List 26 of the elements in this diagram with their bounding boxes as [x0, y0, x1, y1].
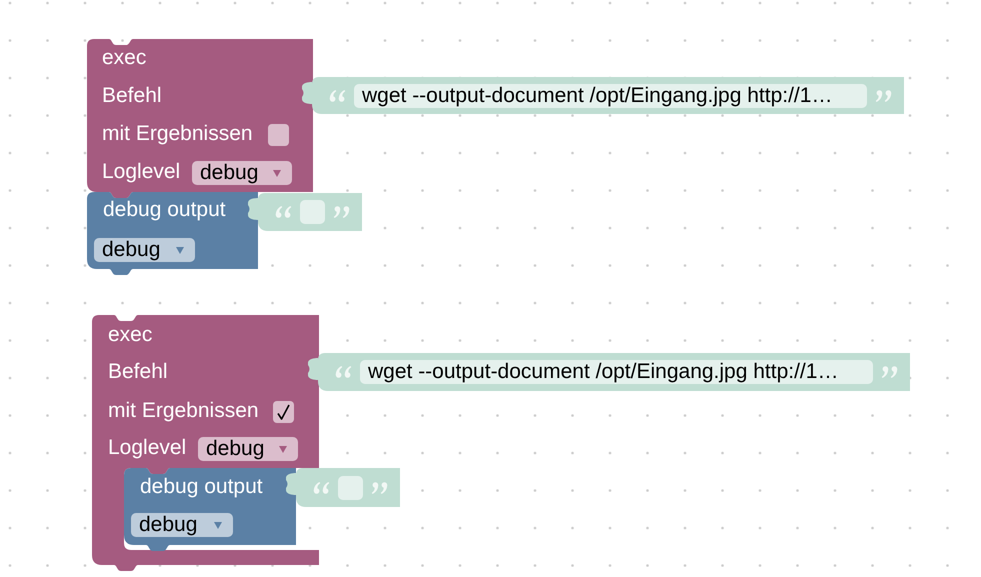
dropdown: debug: [94, 238, 195, 262]
block-label: Befehl: [102, 84, 162, 108]
dropdown: debug: [198, 437, 298, 461]
command-block: [87, 192, 258, 276]
text-field: wget --output-document /opt/Eingang.jpg http://1…: [360, 360, 873, 384]
dropdown: debug: [192, 161, 292, 185]
checkbox: [268, 124, 289, 146]
text-field: wget --output-document /opt/Eingang.jpg http://1…: [354, 84, 867, 108]
text-value-block: [247, 193, 362, 231]
text-value-block: [301, 77, 904, 114]
block-label: Befehl: [108, 360, 168, 384]
block-label: mit Ergebnissen: [108, 399, 259, 423]
checkbox: [273, 401, 294, 423]
block-label: Loglevel: [108, 436, 186, 460]
dropdown: debug: [131, 513, 233, 537]
block-label: debug output: [140, 475, 263, 499]
command-block: [92, 315, 319, 572]
block-label: debug output: [103, 198, 226, 222]
block-label: exec: [108, 323, 152, 347]
text-value-block: [307, 353, 910, 391]
block-label: mit Ergebnissen: [102, 122, 253, 146]
command-block: [87, 39, 313, 199]
block-label: exec: [102, 46, 146, 70]
command-block: [124, 468, 296, 552]
block-label: Loglevel: [102, 160, 180, 184]
text-value-block: [285, 468, 400, 507]
